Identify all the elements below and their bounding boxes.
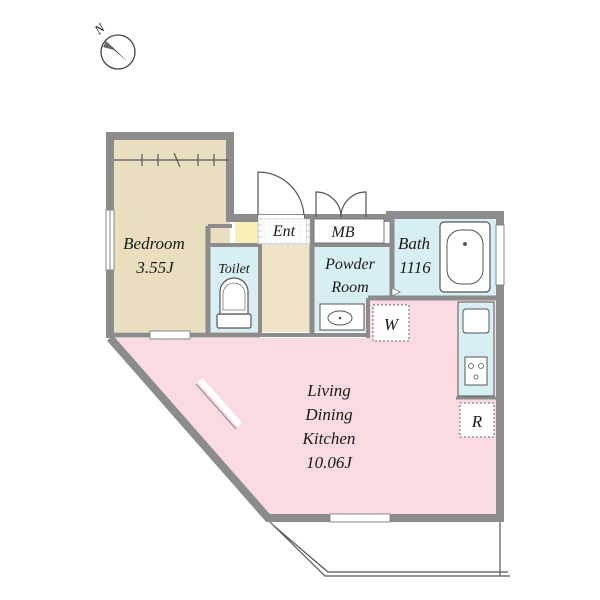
kitchen-sink [462,308,490,334]
compass-circle [100,34,136,70]
corridor-area [262,245,310,332]
kitchen-counter [457,301,495,397]
interior-walls [110,218,500,400]
ldk-label-3: Kitchen [302,429,356,448]
ldk-label-2: Dining [304,405,352,424]
fridge-space [459,402,495,438]
washer-space [372,304,410,342]
bedroom-closet-rail [114,152,228,168]
powder-room-label-1: Powder [324,256,376,273]
entrance [257,171,311,245]
bedroom-label: Bedroom [123,234,185,253]
washer-label: W [384,315,400,334]
toilet-fixture [216,277,252,329]
bath-size: 1116 [399,258,431,277]
ldk-label-1: Living [306,381,350,400]
north-arrow-icon [106,41,128,62]
mb-closet [313,191,385,244]
entrance-door-swing [257,171,305,219]
fridge-label: R [471,412,483,431]
stove [464,356,488,386]
windows [105,209,505,523]
toilet-label: Toilet [218,262,250,277]
north-compass: N [91,19,136,70]
entrance-label: Ent [272,223,296,240]
bedroom-size: 3.55J [135,258,175,277]
powder-sink [319,303,365,331]
compass-north-label: N [91,19,109,38]
ldk-area [110,300,496,516]
powder-room-label-2: Room [330,279,368,296]
ldk-size: 10.06J [306,453,353,472]
north-arrow-tail-icon [103,41,114,50]
balcony [267,519,510,577]
powder-room-area [314,246,390,300]
bathtub [391,221,491,297]
shoe-box [235,222,257,244]
bath-label: Bath [398,234,430,253]
mb-label: MB [330,224,354,241]
